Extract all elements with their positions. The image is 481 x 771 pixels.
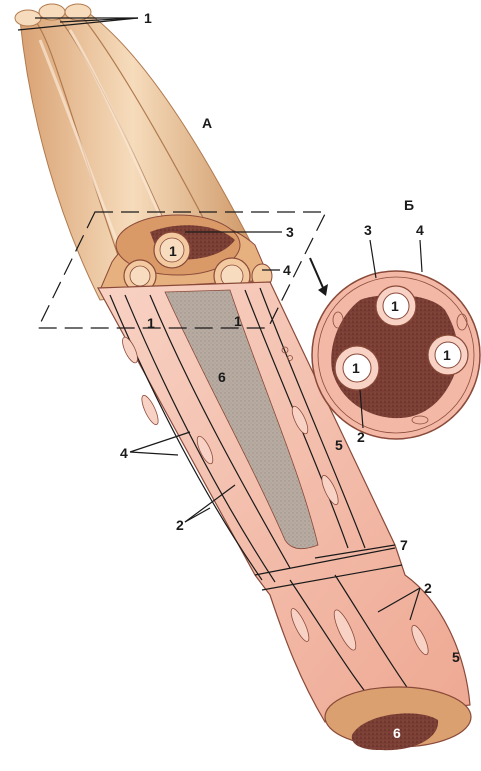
labels: А Б 1 1 1 1 1 1 1 2 2 2 3 3 4 4 4 5 5 6 … [120,10,460,741]
label-4-a-top: 4 [283,262,291,278]
label-1-top: 1 [144,10,152,26]
label-2-b: 2 [357,429,365,445]
label-2-left: 2 [176,517,184,533]
label-1-right: 1 [234,313,242,329]
label-5-bottom: 5 [452,649,460,665]
label-2-right: 2 [424,580,432,596]
section-plane-dashed [37,211,327,329]
label-1-b-right: 1 [443,347,451,363]
label-1-b-top: 1 [391,298,399,314]
label-1-b-left: 1 [352,360,360,376]
panel-label-b: Б [404,197,414,213]
cylinder-top-section [99,214,273,295]
longitudinal-section [97,281,472,751]
label-6-bottom: 6 [393,725,401,741]
label-4-b: 4 [416,222,424,238]
arrow-to-cross-section [309,257,328,296]
label-5-middle: 5 [335,437,343,453]
cross-section-b [311,270,481,440]
label-3-a: 3 [286,224,294,240]
panel-label-a: А [202,115,212,131]
label-3-b: 3 [364,222,372,238]
leader-lines [17,17,423,621]
label-4-a-left: 4 [120,445,128,461]
label-7: 7 [400,537,408,553]
label-1-section: 1 [169,243,177,259]
label-6-axon: 6 [218,369,226,385]
label-1-left: 1 [147,315,155,331]
